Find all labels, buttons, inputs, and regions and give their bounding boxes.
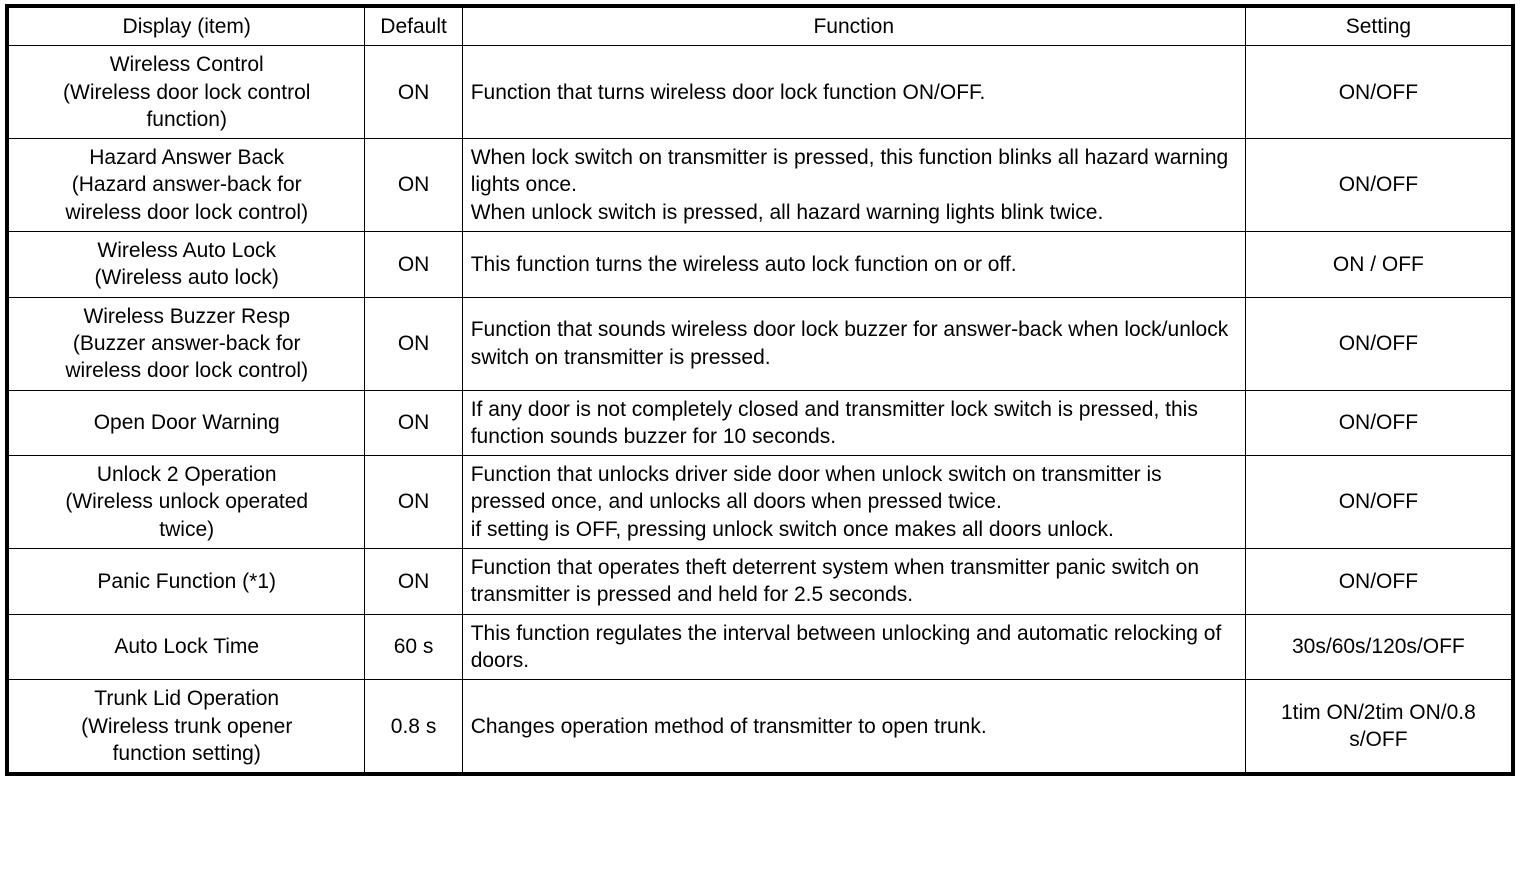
cell-display-line: wireless door lock control) [65,200,309,224]
cell-setting-line: ON/OFF [1338,173,1419,197]
cell-display: Wireless Auto Lock (Wireless auto lock) [6,231,366,298]
table-row: Wireless Control (Wireless door lock cont… [6,45,1514,140]
cell-display-line: (Wireless auto lock) [94,266,279,290]
table-row: Wireless Auto Lock (Wireless auto lock) ON… [6,231,1514,298]
cell-setting-line: ON/OFF [1338,331,1419,355]
cell-function: Function that turns wireless door lock f… [461,45,1246,140]
cell-default: ON [364,389,463,457]
column-header-function: Function [461,5,1246,47]
cell-default: ON [364,455,463,550]
cell-display-line: Wireless Buzzer Resp [83,304,290,328]
cell-function: When lock switch on transmitter is press… [461,138,1246,233]
cell-function-line: Function that turns wireless door lock f… [470,80,986,104]
cell-display-line: (Hazard answer-back for [71,173,302,197]
cell-display-line: Trunk Lid Operation [94,687,280,711]
cell-setting: ON/OFF [1244,389,1514,457]
cell-setting-line: ON/OFF [1338,490,1419,514]
cell-display: Open Door Warning [6,389,366,457]
cell-function-line: if setting is OFF, pressing unlock switc… [470,517,1114,541]
cell-setting: ON/OFF [1244,45,1514,140]
cell-display: Wireless Control (Wireless door lock cont… [6,45,366,140]
cell-setting: ON/OFF [1244,296,1514,391]
cell-setting-line: 30s/60s/120s/OFF [1292,635,1465,659]
cell-default: 60 s [364,613,463,681]
cell-default: ON [364,548,463,615]
cell-setting-line: 1tim ON/2tim ON/0.8 s/OFF [1280,700,1476,752]
cell-display-line: (Wireless unlock operated [65,490,309,514]
cell-setting: ON/OFF [1244,455,1514,550]
cell-function: Function that operates theft deterrent s… [461,548,1246,615]
cell-setting-line: ON/OFF [1338,80,1419,104]
cell-function: Function that sounds wireless door lock … [461,296,1246,391]
cell-display-line: (Wireless door lock control [63,80,311,104]
table-header-row: Display (item) Default Function Setting [6,5,1514,47]
cell-default: ON [364,138,463,233]
column-header-display: Display (item) [6,5,366,47]
cell-display-line: twice) [159,517,215,541]
cell-default: ON [364,296,463,391]
cell-function-line: This function regulates the interval bet… [470,621,1222,672]
cell-display-line: (Buzzer answer-back for [72,331,301,355]
cell-display-line: Panic Function (*1) [97,569,277,593]
cell-setting-line: ON / OFF [1332,252,1424,276]
cell-function-line: This function turns the wireless auto lo… [470,252,1017,276]
cell-display: Trunk Lid Operation (Wireless trunk opene… [6,679,366,775]
cell-function-line: Function that unlocks driver side door w… [470,463,1162,514]
cell-setting: ON/OFF [1244,138,1514,233]
cell-display-line: Unlock 2 Operation [96,463,277,487]
table-row: Trunk Lid Operation (Wireless trunk opene… [6,679,1514,775]
cell-function-line: Function that sounds wireless door lock … [470,318,1229,369]
table-row: Wireless Buzzer Resp (Buzzer answer-back … [6,296,1514,391]
cell-function: Function that unlocks driver side door w… [461,455,1246,550]
cell-function-line: When lock switch on transmitter is press… [470,146,1229,197]
cell-display-line: function setting) [112,741,261,765]
column-header-default: Default [364,5,463,47]
cell-display-line: Open Door Warning [93,411,280,435]
cell-setting: 30s/60s/120s/OFF [1244,613,1514,681]
cell-display: Hazard Answer Back (Hazard answer-back fo… [6,138,366,233]
cell-default: 0.8 s [364,679,463,775]
cell-function-line: Function that operates theft deterrent s… [470,556,1200,607]
cell-display-line: (Wireless trunk opener [81,714,293,738]
customize-function-table: Display (item) Default Function Setting … [5,4,1515,777]
cell-function: This function turns the wireless auto lo… [461,231,1246,298]
cell-function-line: Changes operation method of transmitter … [470,714,987,738]
cell-display-line: Auto Lock Time [114,635,260,659]
cell-function: This function regulates the interval bet… [461,613,1246,681]
table-header: Display (item) Default Function Setting [6,5,1514,47]
cell-default: ON [364,231,463,298]
cell-display-line: Hazard Answer Back [89,146,285,170]
cell-function: If any door is not completely closed and… [461,389,1246,457]
cell-display-line: function) [146,107,227,131]
cell-function-line: When unlock switch is pressed, all hazar… [470,200,1104,224]
cell-display: Auto Lock Time [6,613,366,681]
table-row: Unlock 2 Operation (Wireless unlock opera… [6,455,1514,550]
cell-display-line: Wireless Control [109,53,264,77]
cell-setting-line: ON/OFF [1338,569,1419,593]
cell-setting: 1tim ON/2tim ON/0.8 s/OFF [1244,679,1514,775]
cell-display: Panic Function (*1) [6,548,366,615]
cell-setting: ON / OFF [1244,231,1514,298]
cell-function: Changes operation method of transmitter … [461,679,1246,775]
cell-display: Wireless Buzzer Resp (Buzzer answer-back … [6,296,366,391]
table-body: Wireless Control (Wireless door lock cont… [6,45,1514,775]
cell-default: ON [364,45,463,140]
cell-setting: ON/OFF [1244,548,1514,615]
cell-display-line: wireless door lock control) [65,359,309,383]
cell-function-line: If any door is not completely closed and… [470,397,1198,448]
column-header-setting: Setting [1244,5,1514,47]
cell-display: Unlock 2 Operation (Wireless unlock opera… [6,455,366,550]
table-row: Hazard Answer Back (Hazard answer-back fo… [6,138,1514,233]
cell-setting-line: ON/OFF [1338,411,1419,435]
cell-display-line: Wireless Auto Lock [97,239,276,263]
